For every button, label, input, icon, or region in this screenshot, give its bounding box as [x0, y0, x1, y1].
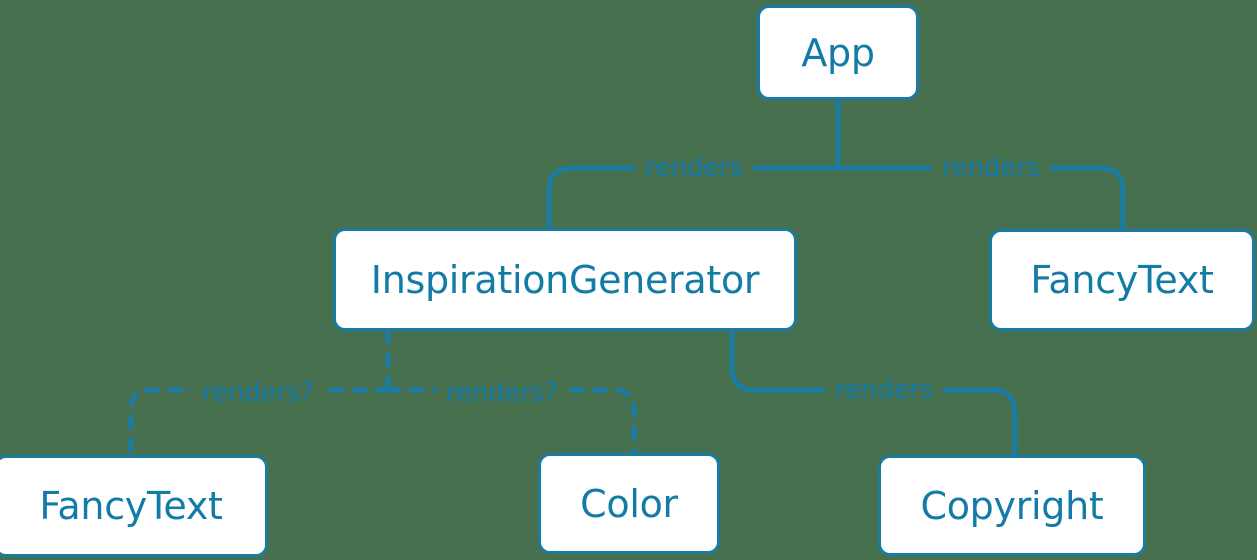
edge-label-inspiration-generator-to-color: renders?	[436, 378, 568, 408]
edge-inspiration-generator-to-color	[385, 387, 637, 456]
node-fancytext-left[interactable]: FancyText	[0, 455, 268, 557]
node-app-label: App	[801, 30, 875, 75]
node-inspiration-generator-label: InspirationGenerator	[370, 257, 760, 302]
node-fancytext-left-label: FancyText	[39, 484, 223, 528]
edge-app-to-inspiration-generator	[546, 165, 841, 231]
edge-label-app-to-fancytext-right: renders	[932, 153, 1050, 183]
node-copyright[interactable]: Copyright	[878, 455, 1146, 556]
node-fancytext-right-label: FancyText	[1030, 258, 1214, 302]
edge-label-app-to-inspiration-generator: renders	[635, 153, 753, 183]
node-inspiration-generator[interactable]: InspirationGenerator	[333, 228, 797, 331]
node-fancytext-right[interactable]: FancyText	[989, 229, 1255, 331]
edge-label-inspiration-generator-to-fancytext-left: renders?	[192, 378, 324, 408]
node-app[interactable]: App	[757, 5, 919, 100]
edge-app-to-fancytext-right	[835, 165, 1126, 232]
edge-inspiration-generator-to-fancytext-left	[128, 387, 391, 458]
node-copyright-label: Copyright	[920, 483, 1104, 528]
node-color[interactable]: Color	[538, 453, 720, 554]
node-color-label: Color	[580, 481, 678, 526]
edge-label-inspiration-generator-to-copyright: renders	[825, 375, 943, 405]
